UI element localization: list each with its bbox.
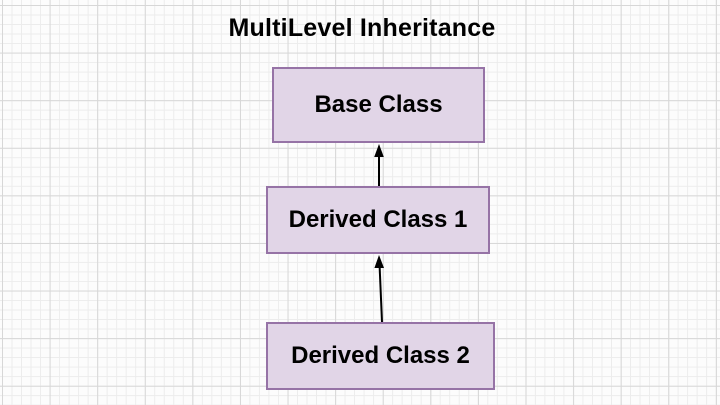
node-derived-class-2-label: Derived Class 2 [291,342,470,369]
diagram-title: MultiLevel Inheritance [228,14,496,42]
node-derived-class-1-label: Derived Class 1 [288,206,468,233]
node-derived-class-1: Derived Class 1 [266,186,490,254]
arrow-derived2-to-derived1 [374,255,384,323]
node-base-class-label: Base Class [314,91,443,118]
arrow-derived1-to-base [374,144,384,186]
node-derived-class-2: Derived Class 2 [266,322,495,390]
node-base-class: Base Class [272,67,485,143]
